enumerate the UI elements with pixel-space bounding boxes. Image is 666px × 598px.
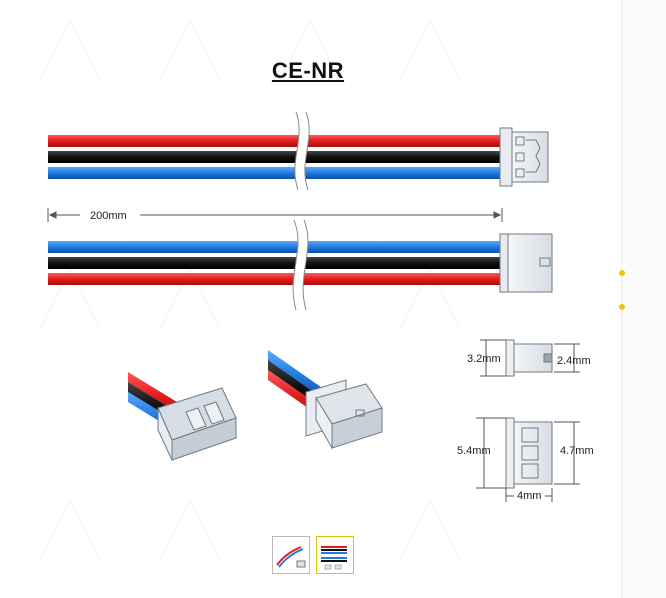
black-wire	[48, 257, 504, 269]
red-wire	[48, 135, 504, 147]
red-wire	[48, 273, 504, 285]
thumbnail-connector-photo[interactable]	[272, 536, 310, 574]
height-inner-label: 2.4mm	[557, 355, 591, 367]
watermark	[39, 17, 461, 561]
thumbnail-diagram[interactable]	[316, 536, 354, 574]
page-right-edge	[619, 0, 666, 598]
top-cable	[48, 127, 549, 187]
front-view	[476, 417, 580, 502]
rating-star-icon	[619, 304, 625, 310]
iso-connector-right	[268, 350, 383, 450]
thumbnail-strip	[272, 536, 354, 574]
blue-wire	[48, 241, 504, 253]
black-wire	[48, 151, 504, 163]
width-outer-label: 5.4mm	[457, 445, 491, 457]
length-dimension	[47, 208, 503, 222]
bottom-cable	[48, 233, 553, 293]
rating-star-icon	[619, 270, 625, 276]
top-connector-flange	[499, 127, 513, 187]
blue-wire	[48, 167, 504, 179]
side-view	[480, 339, 580, 377]
depth-label: 4mm	[517, 490, 541, 502]
bottom-connector-flange	[499, 233, 509, 293]
height-outer-label: 3.2mm	[467, 353, 501, 365]
cable-break	[292, 111, 310, 311]
iso-connector-left	[128, 372, 237, 461]
bottom-connector-body	[507, 233, 553, 293]
product-title: CE-NR	[271, 58, 345, 83]
length-label: 200mm	[90, 210, 127, 222]
width-inner-label: 4.7mm	[560, 445, 594, 457]
